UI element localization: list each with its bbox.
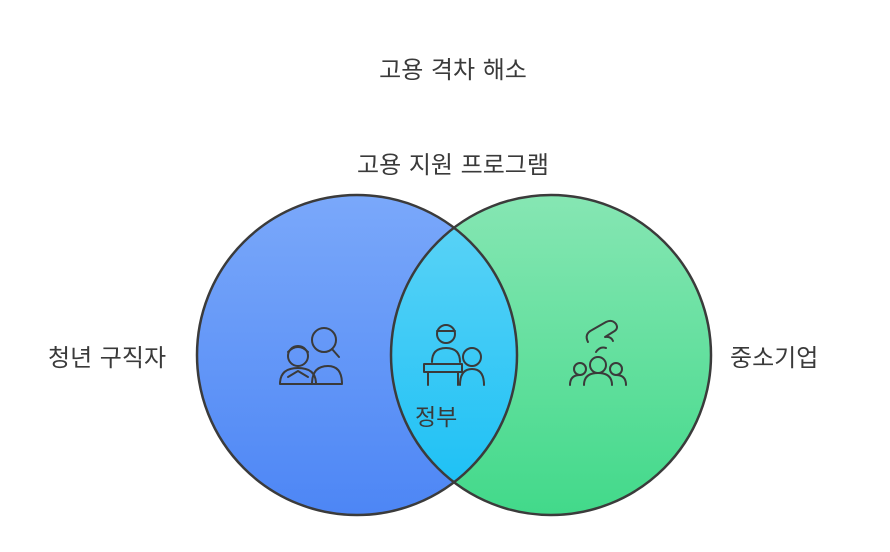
small-business-icon <box>569 319 627 386</box>
right-set-label: 중소기업 <box>730 344 819 372</box>
government-icon <box>423 324 485 386</box>
job-seekers-icon <box>279 327 343 385</box>
diagram-title: 고용 격차 해소 <box>379 56 527 84</box>
left-set-label: 청년 구직자 <box>48 344 167 372</box>
diagram-subtitle: 고용 지원 프로그램 <box>357 151 549 179</box>
intersection-region <box>391 195 517 515</box>
intersection-label: 정부 <box>415 405 458 431</box>
